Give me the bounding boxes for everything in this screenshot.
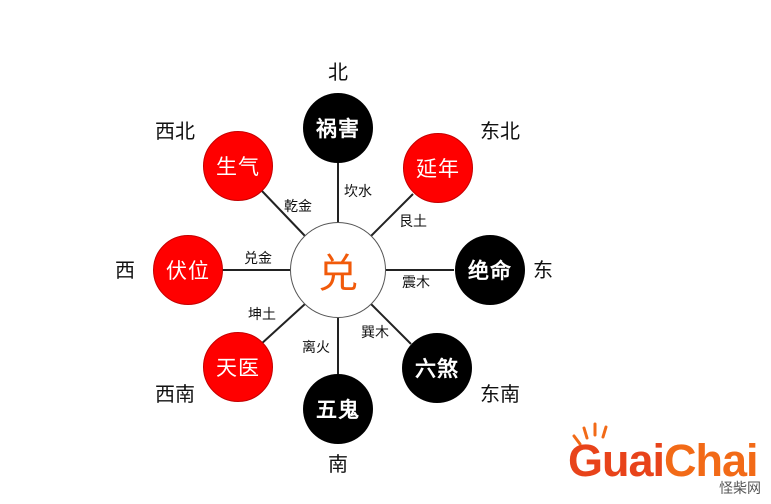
logo-subtitle: 怪柴网 bbox=[719, 481, 761, 497]
spoke-southeast bbox=[370, 303, 412, 345]
star-southeast: 六煞 bbox=[402, 333, 472, 403]
trigram-west: 兑金 bbox=[244, 251, 272, 267]
trigram-northeast: 艮土 bbox=[399, 214, 427, 230]
direction-west: 西 bbox=[115, 258, 135, 282]
trigram-south: 离火 bbox=[302, 340, 330, 356]
trigram-southwest: 坤土 bbox=[248, 307, 276, 323]
logo-wordmark: GuaiChai bbox=[568, 435, 759, 486]
direction-southwest: 西南 bbox=[155, 382, 195, 406]
logo-word-part2: Chai bbox=[664, 435, 759, 486]
star-west: 伏位 bbox=[153, 235, 223, 305]
trigram-northwest: 乾金 bbox=[284, 199, 312, 215]
spoke-northwest bbox=[261, 190, 306, 237]
star-north: 祸害 bbox=[303, 93, 373, 163]
spoke-northeast bbox=[370, 193, 414, 237]
direction-southeast: 东南 bbox=[480, 382, 520, 406]
guaichai-logo: GuaiChai 怪柴网 bbox=[560, 420, 765, 504]
trigram-southeast: 巽木 bbox=[361, 325, 389, 341]
direction-south: 南 bbox=[328, 452, 348, 476]
direction-east: 东 bbox=[533, 258, 553, 282]
trigram-east: 震木 bbox=[402, 275, 430, 291]
center-trigram: 兑 bbox=[290, 222, 386, 318]
direction-north: 北 bbox=[328, 60, 348, 84]
trigram-north: 坎水 bbox=[344, 184, 372, 200]
direction-northeast: 东北 bbox=[480, 119, 520, 143]
logo-word-part1: Guai bbox=[568, 435, 665, 486]
direction-northwest: 西北 bbox=[155, 119, 195, 143]
star-south: 五鬼 bbox=[303, 374, 373, 444]
sun-rays-icon bbox=[572, 422, 608, 446]
star-east: 绝命 bbox=[455, 235, 525, 305]
star-northeast: 延年 bbox=[403, 133, 473, 203]
spoke-southwest bbox=[259, 303, 306, 346]
star-southwest: 天医 bbox=[203, 332, 273, 402]
star-northwest: 生气 bbox=[203, 131, 273, 201]
